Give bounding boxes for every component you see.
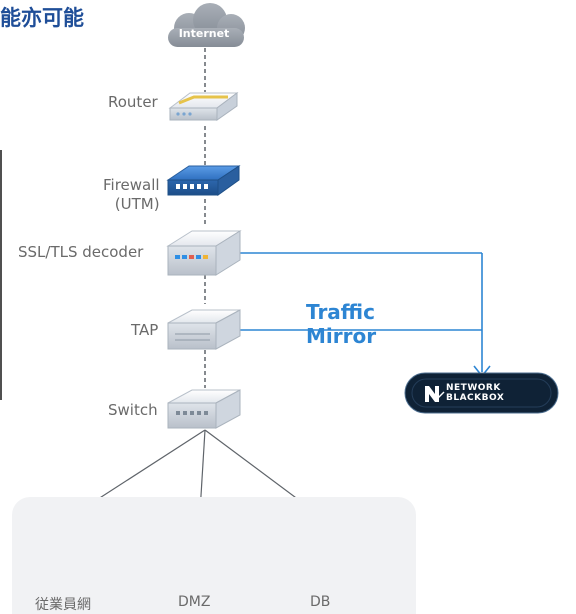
page-heading: 能亦可能 [0, 6, 84, 30]
router-label: Router [108, 93, 158, 111]
firewall-icon [166, 165, 241, 196]
bottom-zone-panel [12, 497, 416, 614]
network-blackbox-line1: NETWORK [446, 383, 501, 393]
mirror-connection-lines [236, 252, 491, 378]
db-label: DB [310, 594, 331, 610]
ssl-tls-decoder-label: SSL/TLS decoder [18, 243, 144, 261]
network-blackbox-device-icon [404, 372, 559, 414]
traffic-mirror-line2: Mirror [306, 324, 377, 348]
traffic-mirror-line1: Traffic [306, 300, 375, 324]
firewall-label-line1: Firewall [103, 176, 160, 194]
router-icon [168, 92, 239, 121]
tap-label: TAP [131, 321, 159, 339]
internet-cloud-icon [168, 3, 245, 47]
dmz-label: DMZ [178, 594, 211, 610]
switch-icon [167, 389, 241, 429]
internet-label: Internet [178, 27, 230, 40]
employee-network-label: 従業員網 [35, 597, 91, 613]
network-blackbox-line2: BLACKBOX [446, 393, 505, 403]
switch-label: Switch [108, 401, 158, 419]
tap-icon [167, 309, 241, 350]
left-divider [0, 150, 2, 400]
ssl-tls-decoder-icon [166, 230, 242, 276]
network-blackbox-label: NETWORK BLACKBOX [446, 383, 504, 403]
firewall-label-line2: (UTM) [114, 195, 160, 213]
traffic-mirror-label: Traffic Mirror [306, 300, 376, 348]
firewall-label-group: Firewall (UTM) [103, 176, 160, 214]
